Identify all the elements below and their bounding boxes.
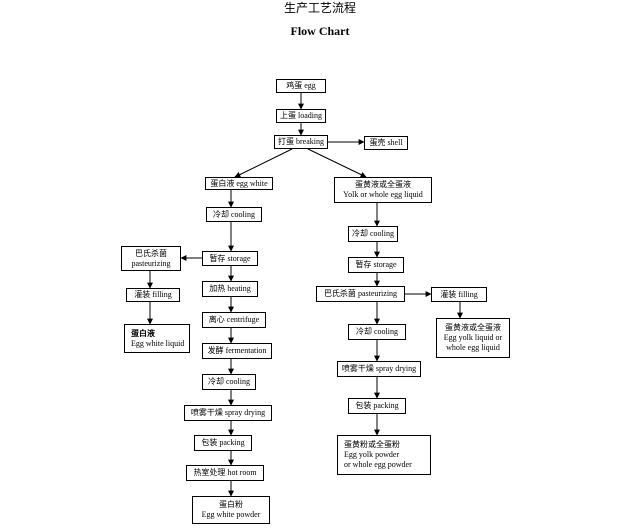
node-white-centrifuge: 离心 centrifuge bbox=[202, 312, 266, 328]
arrow-breaking-yolk bbox=[307, 148, 367, 178]
node-yolk-storage: 暂存 storage bbox=[348, 257, 404, 273]
title-english: Flow Chart bbox=[290, 24, 350, 38]
title-chinese: 生产工艺流程 bbox=[283, 1, 356, 15]
node-white-hot-room: 热室处理 hot room bbox=[186, 465, 264, 481]
node-white-pasteurizing: 巴氏杀菌 pasteurizing bbox=[121, 246, 181, 271]
node-white-packing: 包装 packing bbox=[194, 435, 252, 451]
node-breaking: 打蛋 breaking bbox=[274, 135, 328, 149]
node-white-fermentation: 发酵 fermentation bbox=[202, 343, 272, 359]
node-white-filling: 灌装 filling bbox=[126, 288, 180, 302]
node-yolk-spray-drying: 喷雾干燥 spray drying bbox=[337, 361, 421, 377]
node-yolk-cooling2: 冷却 cooling bbox=[348, 324, 406, 340]
node-yolk-packing: 包装 packing bbox=[348, 398, 406, 414]
node-white-storage: 暂存 storage bbox=[202, 251, 258, 266]
node-shell: 蛋壳 shell bbox=[364, 136, 408, 150]
node-yolk-filling: 灌装 filling bbox=[431, 287, 487, 302]
node-yolk-powder: 蛋黄粉或全蛋粉 Egg yolk powder or whole egg pow… bbox=[337, 435, 431, 475]
node-white-cooling2: 冷却 cooling bbox=[202, 374, 256, 390]
node-yolk-cooling: 冷却 cooling bbox=[348, 226, 398, 242]
node-white-powder: 蛋白粉 Egg white powder bbox=[192, 496, 270, 524]
node-white-heating: 加热 heating bbox=[202, 281, 258, 297]
node-egg: 鸡蛋 egg bbox=[276, 79, 326, 93]
node-egg-white: 蛋白液 egg white bbox=[205, 177, 273, 190]
node-white-cooling: 冷却 cooling bbox=[206, 207, 262, 222]
node-yolk-liquid-product: 蛋黄液或全蛋液 Egg yolk liquid or whole egg liq… bbox=[436, 318, 510, 358]
node-loading: 上蛋 loading bbox=[276, 109, 326, 123]
node-white-liquid-product: 蛋白液 Egg white liquid bbox=[124, 324, 190, 353]
node-white-spray-drying: 喷雾干燥 spray drying bbox=[184, 405, 272, 421]
arrow-breaking-white bbox=[234, 148, 293, 178]
node-yolk-liquid: 蛋黄液或全蛋液 Yolk or whole egg liquid bbox=[334, 177, 432, 203]
node-yolk-pasteurizing: 巴氏杀菌 pasteurizing bbox=[316, 286, 405, 302]
